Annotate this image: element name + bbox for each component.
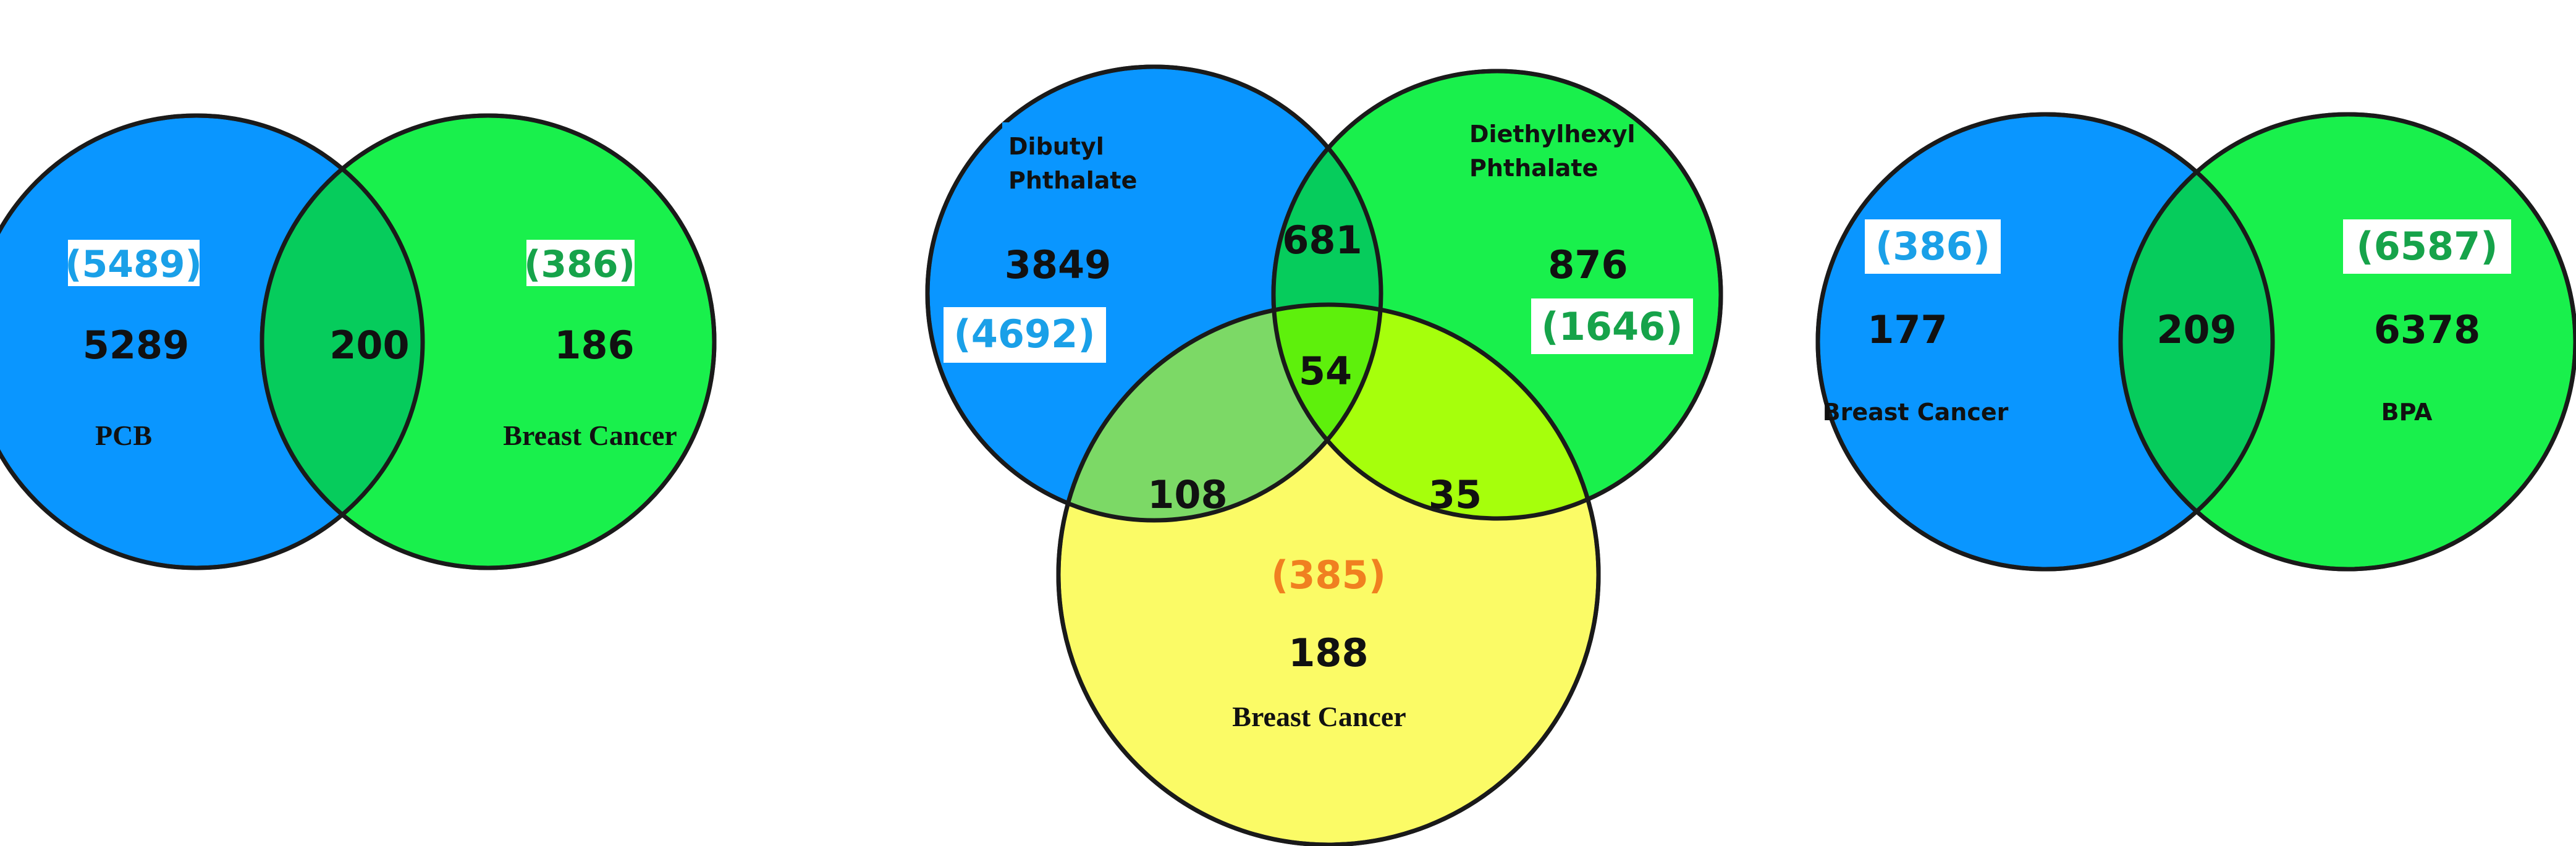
all-three-intersection: 54	[1299, 349, 1352, 394]
dbp-breast-cancer-intersection: 108	[1147, 472, 1227, 517]
dbp-only-count: 3849	[1005, 242, 1112, 287]
breast-cancer-label-left: Breast Cancer	[503, 420, 677, 451]
breast-cancer-only-count-left: 186	[554, 323, 634, 368]
dehp-label-line1: Diethylhexyl	[1469, 121, 1636, 148]
breast-cancer-label-middle: Breast Cancer	[1232, 701, 1406, 732]
dehp-label-line2: Phthalate	[1469, 154, 1598, 182]
breast-cancer-total-right: (386)	[1875, 224, 1990, 269]
bpa-only-count: 6378	[2374, 307, 2481, 352]
overlap-dbp-breast-cancer	[1058, 305, 1381, 520]
dbp-label-line2: Phthalate	[1008, 167, 1137, 194]
breast-cancer-bpa-intersection: 209	[2156, 307, 2236, 352]
pcb-label: PCB	[95, 420, 152, 451]
breast-cancer-total-left: (386)	[524, 243, 635, 286]
dbp-label-line1: Dibutyl	[1008, 133, 1104, 160]
bpa-total: (6587)	[2356, 224, 2498, 269]
breast-cancer-only-count-right: 177	[1867, 307, 1947, 352]
dehp-total: (1646)	[1541, 304, 1683, 349]
venn-left: (5489) 5289 PCB 200 (386) 186 Breast Can…	[0, 113, 717, 570]
dbp-dehp-intersection: 681	[1282, 218, 1362, 263]
dbp-label-bg	[1002, 122, 1175, 212]
overlap-pcb-breast-cancer	[262, 116, 423, 568]
pcb-only-count: 5289	[83, 323, 190, 368]
pcb-breast-cancer-intersection: 200	[329, 323, 409, 368]
venn-middle: Dibutyl Phthalate 3849 (4692) Diethylhex…	[925, 64, 1723, 846]
bpa-label: BPA	[2381, 399, 2433, 426]
breast-cancer-label-right: Breast Cancer	[1823, 399, 2009, 426]
overlap-breast-cancer-bpa	[2121, 114, 2273, 569]
breast-cancer-total-middle: (385)	[1271, 552, 1386, 598]
dehp-only-count: 876	[1548, 242, 1628, 287]
dbp-total: (4692)	[953, 311, 1095, 357]
pcb-total: (5489)	[65, 243, 202, 286]
dehp-breast-cancer-intersection: 35	[1429, 472, 1482, 517]
overlap-dehp-breast-cancer	[1273, 305, 1598, 518]
venn-right: (386) 177 Breast Cancer 209 (6587) 6378 …	[1815, 112, 2576, 572]
breast-cancer-only-count-middle: 188	[1288, 630, 1368, 675]
